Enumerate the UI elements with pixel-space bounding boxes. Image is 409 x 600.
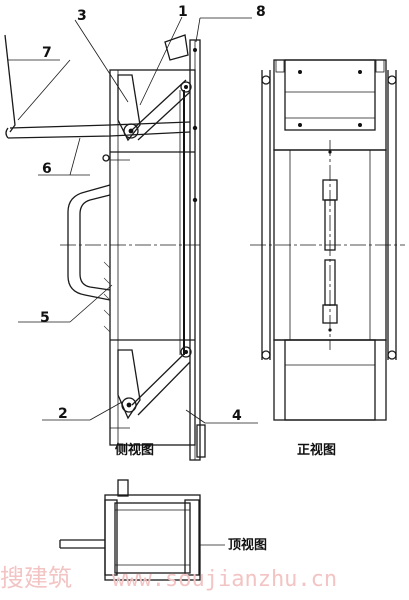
callout-7: 7 [42,45,52,61]
watermark-cn: 搜建筑 [0,564,72,592]
top-view-caption: 顶视图 [228,537,267,553]
watermark-url: www.soujianzhu.cn [112,567,337,592]
handle [67,184,111,301]
front-view-caption: 正视图 [297,442,336,458]
callout-4: 4 [232,408,242,424]
callout-labels: 1 2 3 4 5 6 7 8 [40,4,266,424]
front-view [250,59,405,421]
lower-linkage [117,346,192,420]
lever-arm [4,34,191,162]
leader-lines [8,16,258,424]
callout-8: 8 [256,4,266,20]
side-view-caption: 侧视图 [115,442,154,458]
callout-2: 2 [58,406,68,422]
top-view [59,479,225,581]
watermark: 搜建筑 www.soujianzhu.cn [0,564,337,592]
front-frame-bottom [273,339,387,421]
callout-3: 3 [77,8,87,24]
front-frame-top [273,59,387,151]
callout-1: 1 [178,4,188,20]
side-view [4,34,206,461]
hatching [103,261,111,333]
callout-6: 6 [42,161,52,177]
callout-5: 5 [40,310,50,326]
